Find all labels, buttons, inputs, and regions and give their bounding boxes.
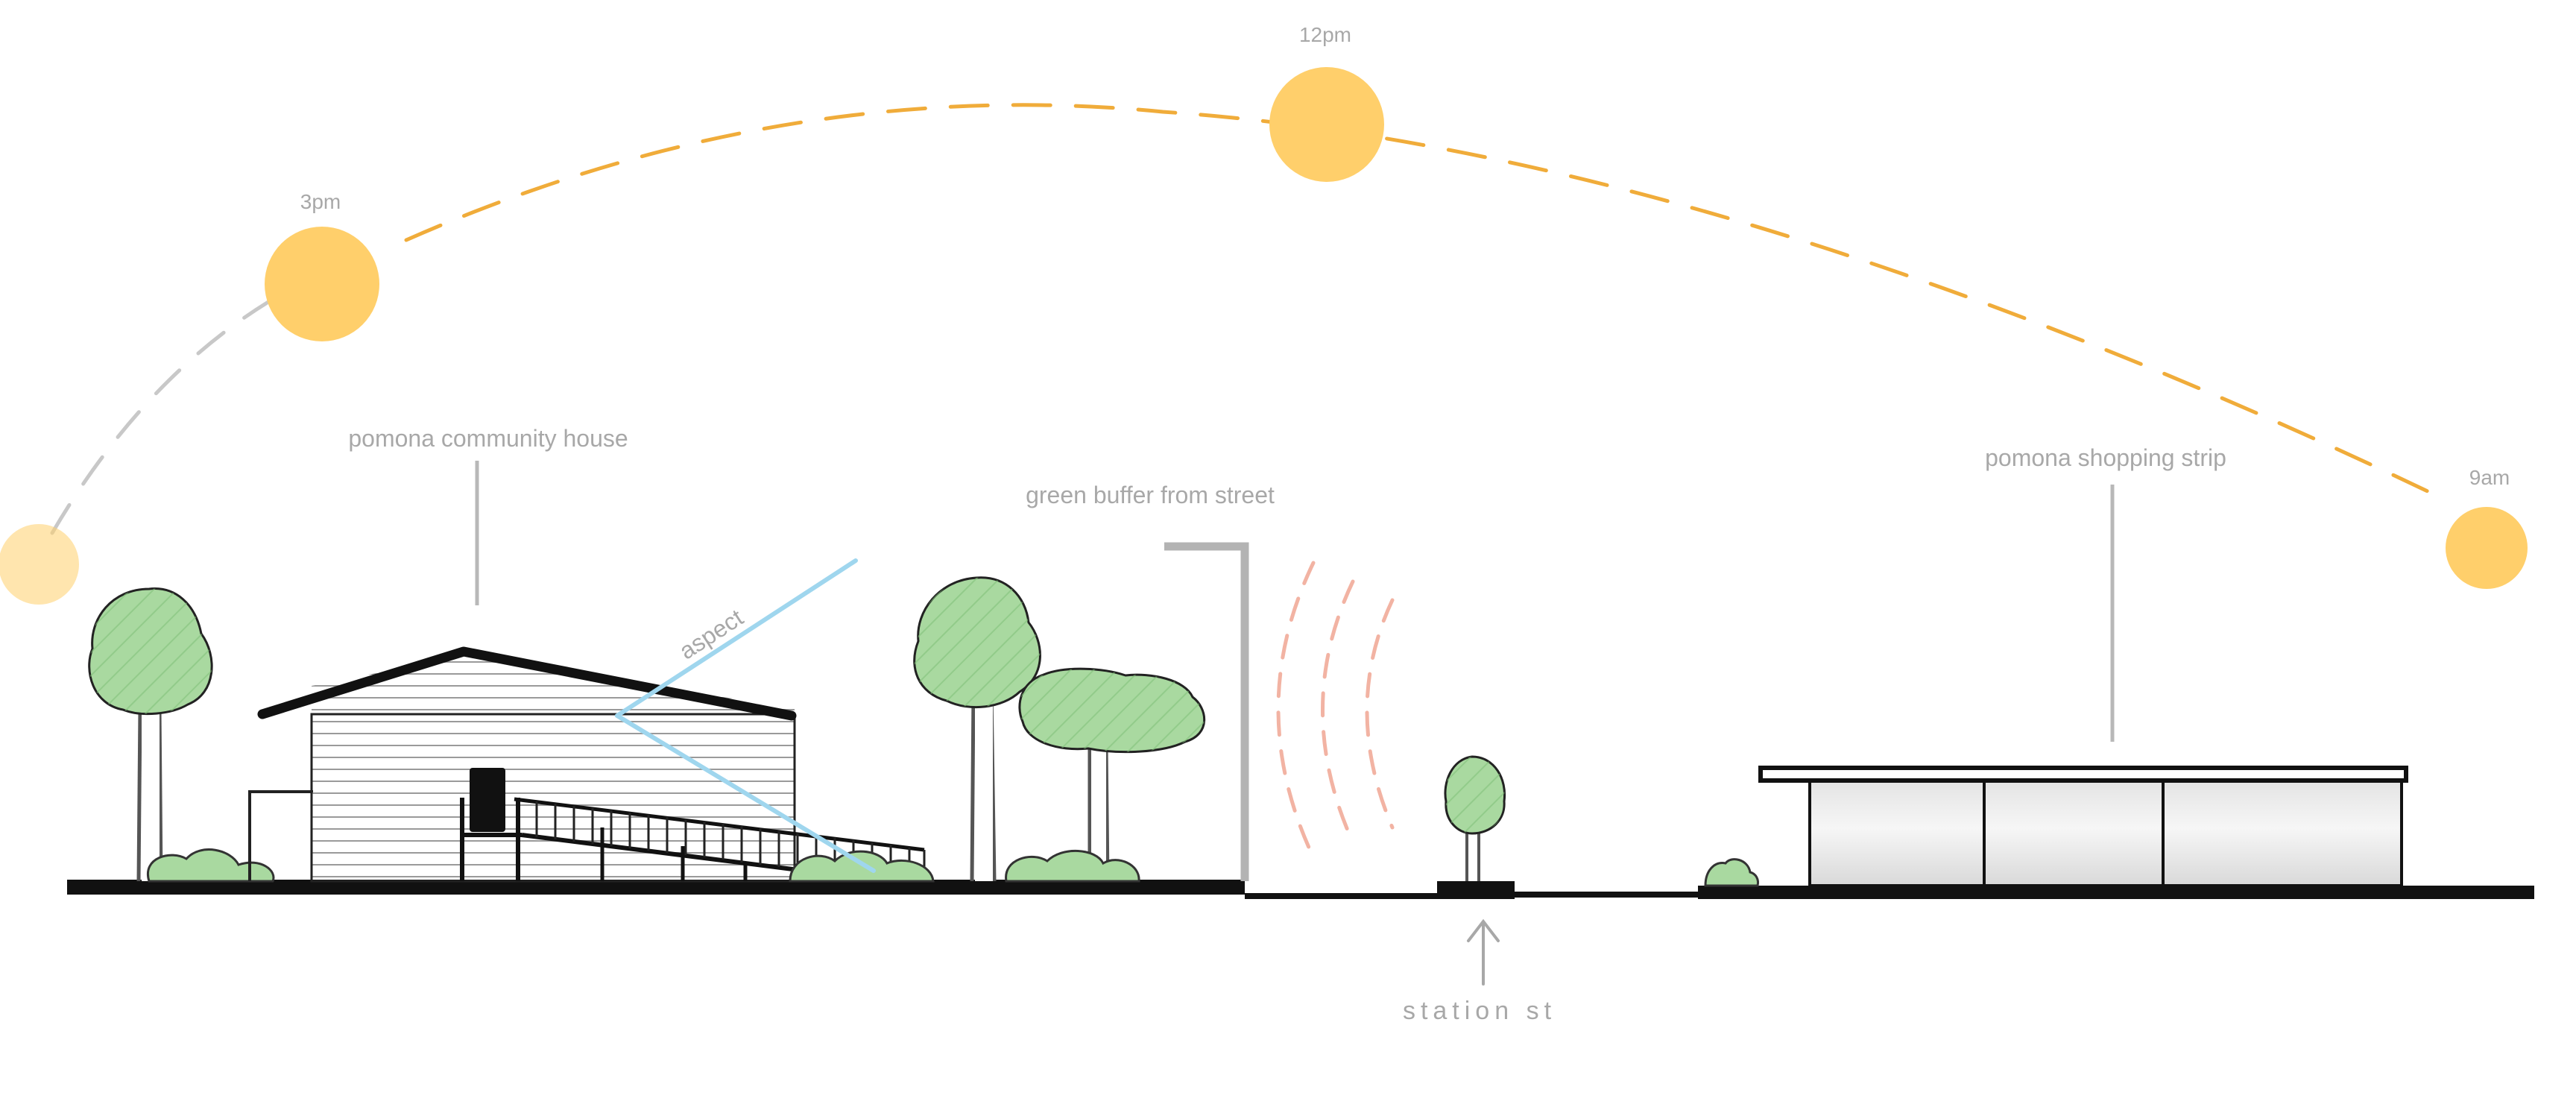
tree-middle-tall bbox=[913, 576, 1041, 882]
house-door bbox=[470, 768, 505, 832]
ground-line bbox=[67, 880, 2534, 899]
tree-left bbox=[88, 587, 213, 882]
ground-left bbox=[67, 880, 1245, 895]
community-house bbox=[248, 646, 926, 883]
bush-middle bbox=[1005, 850, 1140, 883]
leader-lines bbox=[475, 461, 2115, 742]
shop-unit-1 bbox=[1808, 780, 1986, 887]
sun-path-shadow-segment bbox=[50, 300, 271, 535]
ground-median bbox=[1437, 881, 1515, 899]
shopping-strip bbox=[1704, 766, 2408, 887]
street-noise-waves bbox=[1276, 561, 1395, 860]
shop-unit-3 bbox=[2162, 780, 2403, 887]
sun-3pm-icon bbox=[265, 227, 379, 341]
bush-left bbox=[146, 848, 275, 883]
ground-street-dip-2 bbox=[1513, 892, 1699, 898]
sun-time-9am: 9am bbox=[2469, 466, 2510, 489]
sun-path-daylight-arc bbox=[404, 103, 2447, 502]
sun-time-3pm: 3pm bbox=[300, 190, 341, 213]
label-shopping-strip: pomona shopping strip bbox=[1985, 444, 2226, 471]
bush-right bbox=[1704, 858, 1759, 887]
house-wall bbox=[310, 713, 796, 883]
tree-median bbox=[1444, 755, 1506, 881]
shop-unit-2 bbox=[1983, 780, 2165, 887]
sun-setting-icon bbox=[0, 524, 79, 605]
tree-middle-wide bbox=[1018, 667, 1206, 882]
station-st-arrow-icon bbox=[1467, 918, 1500, 986]
sun-time-12pm: 12pm bbox=[1299, 23, 1351, 46]
label-green-buffer: green buffer from street bbox=[1026, 482, 1275, 508]
house-roof bbox=[257, 646, 797, 721]
ground-right bbox=[1698, 886, 2534, 899]
shop-canopy bbox=[1758, 766, 2408, 783]
sun-path bbox=[50, 103, 2447, 535]
labels: pomona community house green buffer from… bbox=[348, 425, 2226, 1025]
label-community-house: pomona community house bbox=[348, 425, 628, 452]
sun-12pm-icon bbox=[1269, 67, 1384, 182]
buffer-wall bbox=[1164, 542, 1249, 881]
label-station-st: station st bbox=[1403, 997, 1556, 1025]
ground-street-dip bbox=[1245, 893, 1439, 899]
sun-positions: 3pm 12pm 9am bbox=[0, 23, 2528, 605]
bush-ramp bbox=[789, 850, 935, 883]
sun-9am-icon bbox=[2446, 507, 2528, 589]
